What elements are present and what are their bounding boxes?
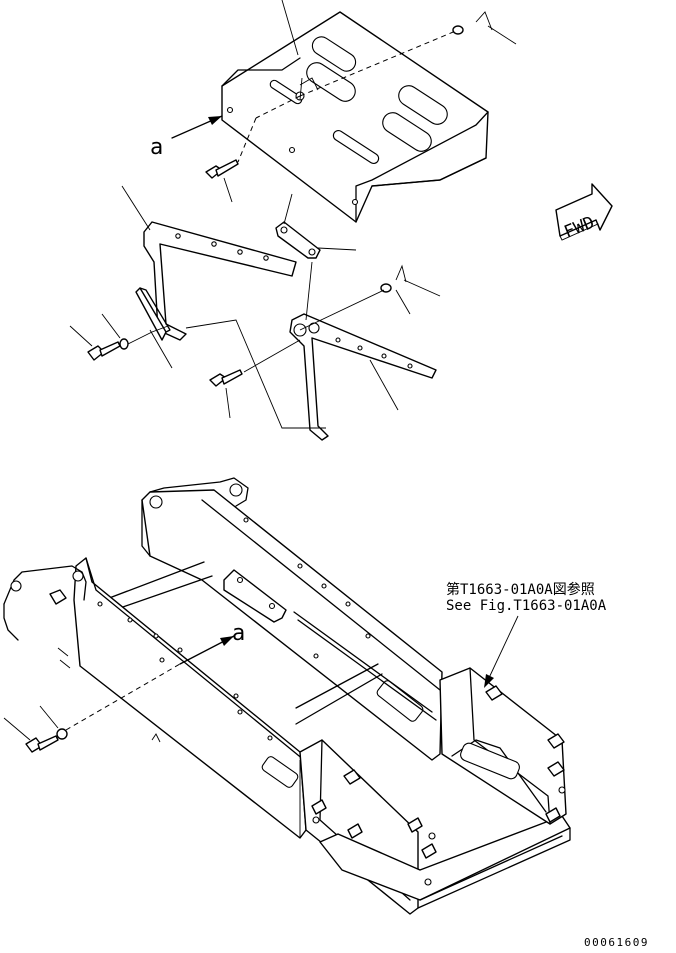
fwd-arrow: FWD (555, 183, 613, 243)
bolt-middle (209, 339, 301, 419)
cover-plate (221, 11, 489, 223)
view-arrow-a-bottom: a (65, 621, 245, 731)
bolt-left (69, 313, 169, 361)
left-bracket (121, 185, 297, 341)
view-arrow-a-top: a (150, 115, 223, 160)
reference-leader (484, 615, 519, 688)
washer-top (452, 11, 517, 45)
view-label-a-bottom: a (232, 621, 245, 646)
small-plate (135, 287, 173, 369)
bracket-leader (185, 319, 326, 429)
frame (3, 477, 571, 915)
cover-leaders (237, 0, 459, 163)
washer-right (299, 264, 441, 331)
link-plate (275, 193, 357, 259)
right-bracket (289, 261, 437, 441)
bolt-cover (205, 159, 239, 203)
drawing-number: 00061609 (584, 936, 649, 949)
reference-line-en: See Fig.T1663-01A0A (446, 598, 607, 614)
bolt-bottom (3, 705, 68, 753)
view-label-a-top: a (150, 135, 163, 160)
reference-note: 第T1663-01A0A図参照 See Fig.T1663-01A0A (446, 581, 607, 614)
reference-line-jp: 第T1663-01A0A図参照 (446, 581, 595, 598)
